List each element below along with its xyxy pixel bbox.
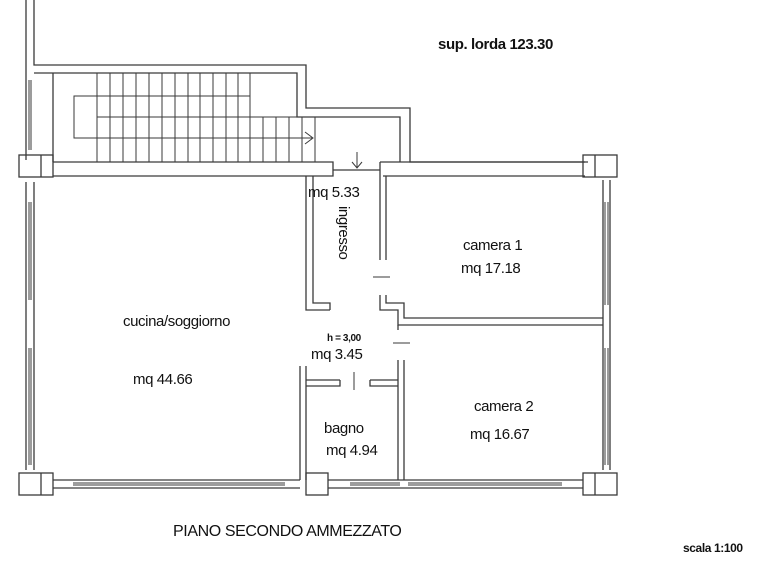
room-name-camera-2: camera 2 <box>474 398 534 415</box>
room-area-ingresso: mq 5.33 <box>308 184 360 201</box>
room-area-cucina-soggiorno: mq 44.66 <box>133 371 193 388</box>
room-name-cucina-soggiorno: cucina/soggiorno <box>123 313 231 330</box>
room-area-bagno: mq 4.94 <box>326 442 378 459</box>
room-name-bagno: bagno <box>324 420 364 437</box>
stair-direction-arrow-icon <box>304 131 314 145</box>
floor-title: PIANO SECONDO AMMEZZATO <box>173 523 402 540</box>
room-area-camera-1: mq 17.18 <box>461 260 521 277</box>
ceiling-height-label: h = 3,00 <box>327 333 361 344</box>
room-area-disimpegno: mq 3.45 <box>311 346 363 363</box>
entrance-arrow-icon <box>351 152 363 169</box>
room-name-ingresso: ingresso <box>335 206 352 260</box>
room-area-camera-2: mq 16.67 <box>470 426 530 443</box>
scale-label: scala 1:100 <box>683 541 743 555</box>
interior-walls <box>299 176 603 480</box>
room-name-camera-1: camera 1 <box>463 237 523 254</box>
exterior-walls <box>18 0 618 496</box>
gross-area-label: sup. lorda 123.30 <box>438 36 553 53</box>
staircase <box>52 73 316 162</box>
